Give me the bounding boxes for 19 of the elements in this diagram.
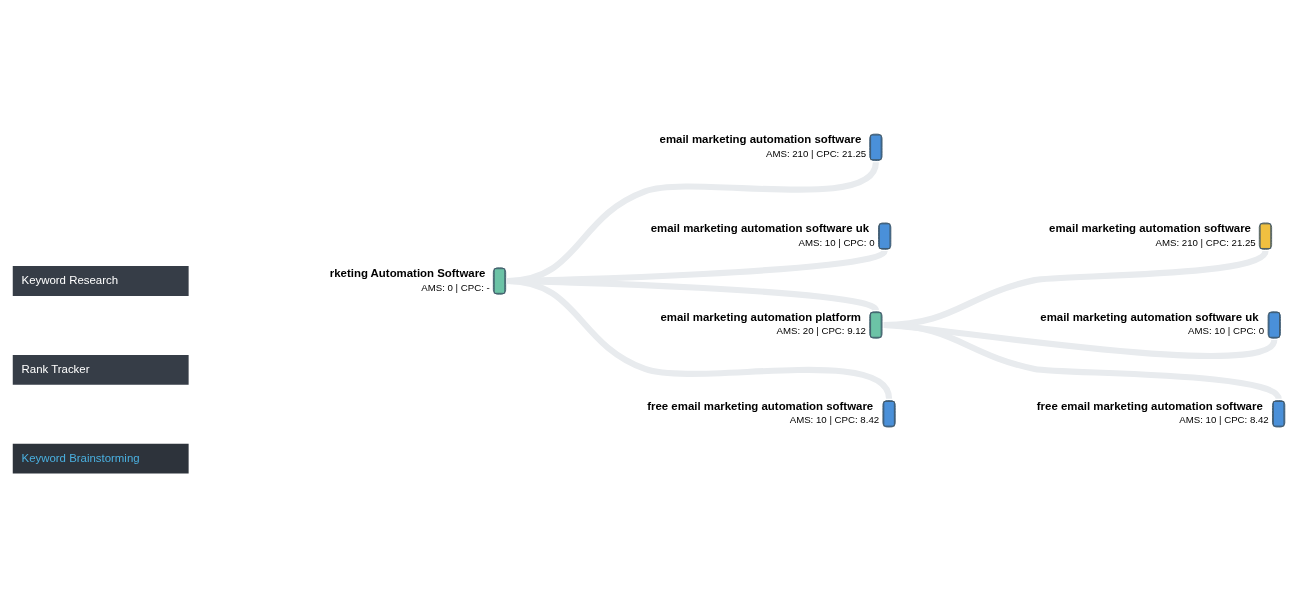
node-label: email marketing automation software uk [650, 222, 870, 235]
node-label: AMS: 10 | CPC: 0 [798, 236, 875, 248]
node-label: free email marketing automation software [647, 399, 874, 412]
node-label: AMS: 0 | CPC: - [421, 281, 490, 293]
label: Keyword Research [21, 274, 119, 287]
node-label: email marketing automation software [1049, 222, 1251, 235]
node-label: email marketing automation software uk [1040, 310, 1259, 323]
node-label: free email marketing automation software [1036, 399, 1263, 412]
node-label: AMS: 20 | CPC: 9.12 [776, 325, 866, 337]
node-label: AMS: 10 | CPC: 8.42 [1179, 414, 1269, 426]
node-label: AMS: 10 | CPC: 8.42 [789, 414, 880, 426]
node-label: AMS: 210 | CPC: 21.25 [765, 147, 867, 159]
node-label: rketing Automation Software [329, 266, 486, 279]
node-label: email marketing automation software [659, 133, 862, 146]
node-label: AMS: 210 | CPC: 21.25 [1155, 236, 1256, 248]
label: Rank Tracker [21, 362, 90, 375]
node-label: AMS: 10 | CPC: 0 [1188, 325, 1265, 337]
label: Keyword Brainstorming [21, 451, 140, 464]
node-label: email marketing automation platform [660, 310, 861, 323]
